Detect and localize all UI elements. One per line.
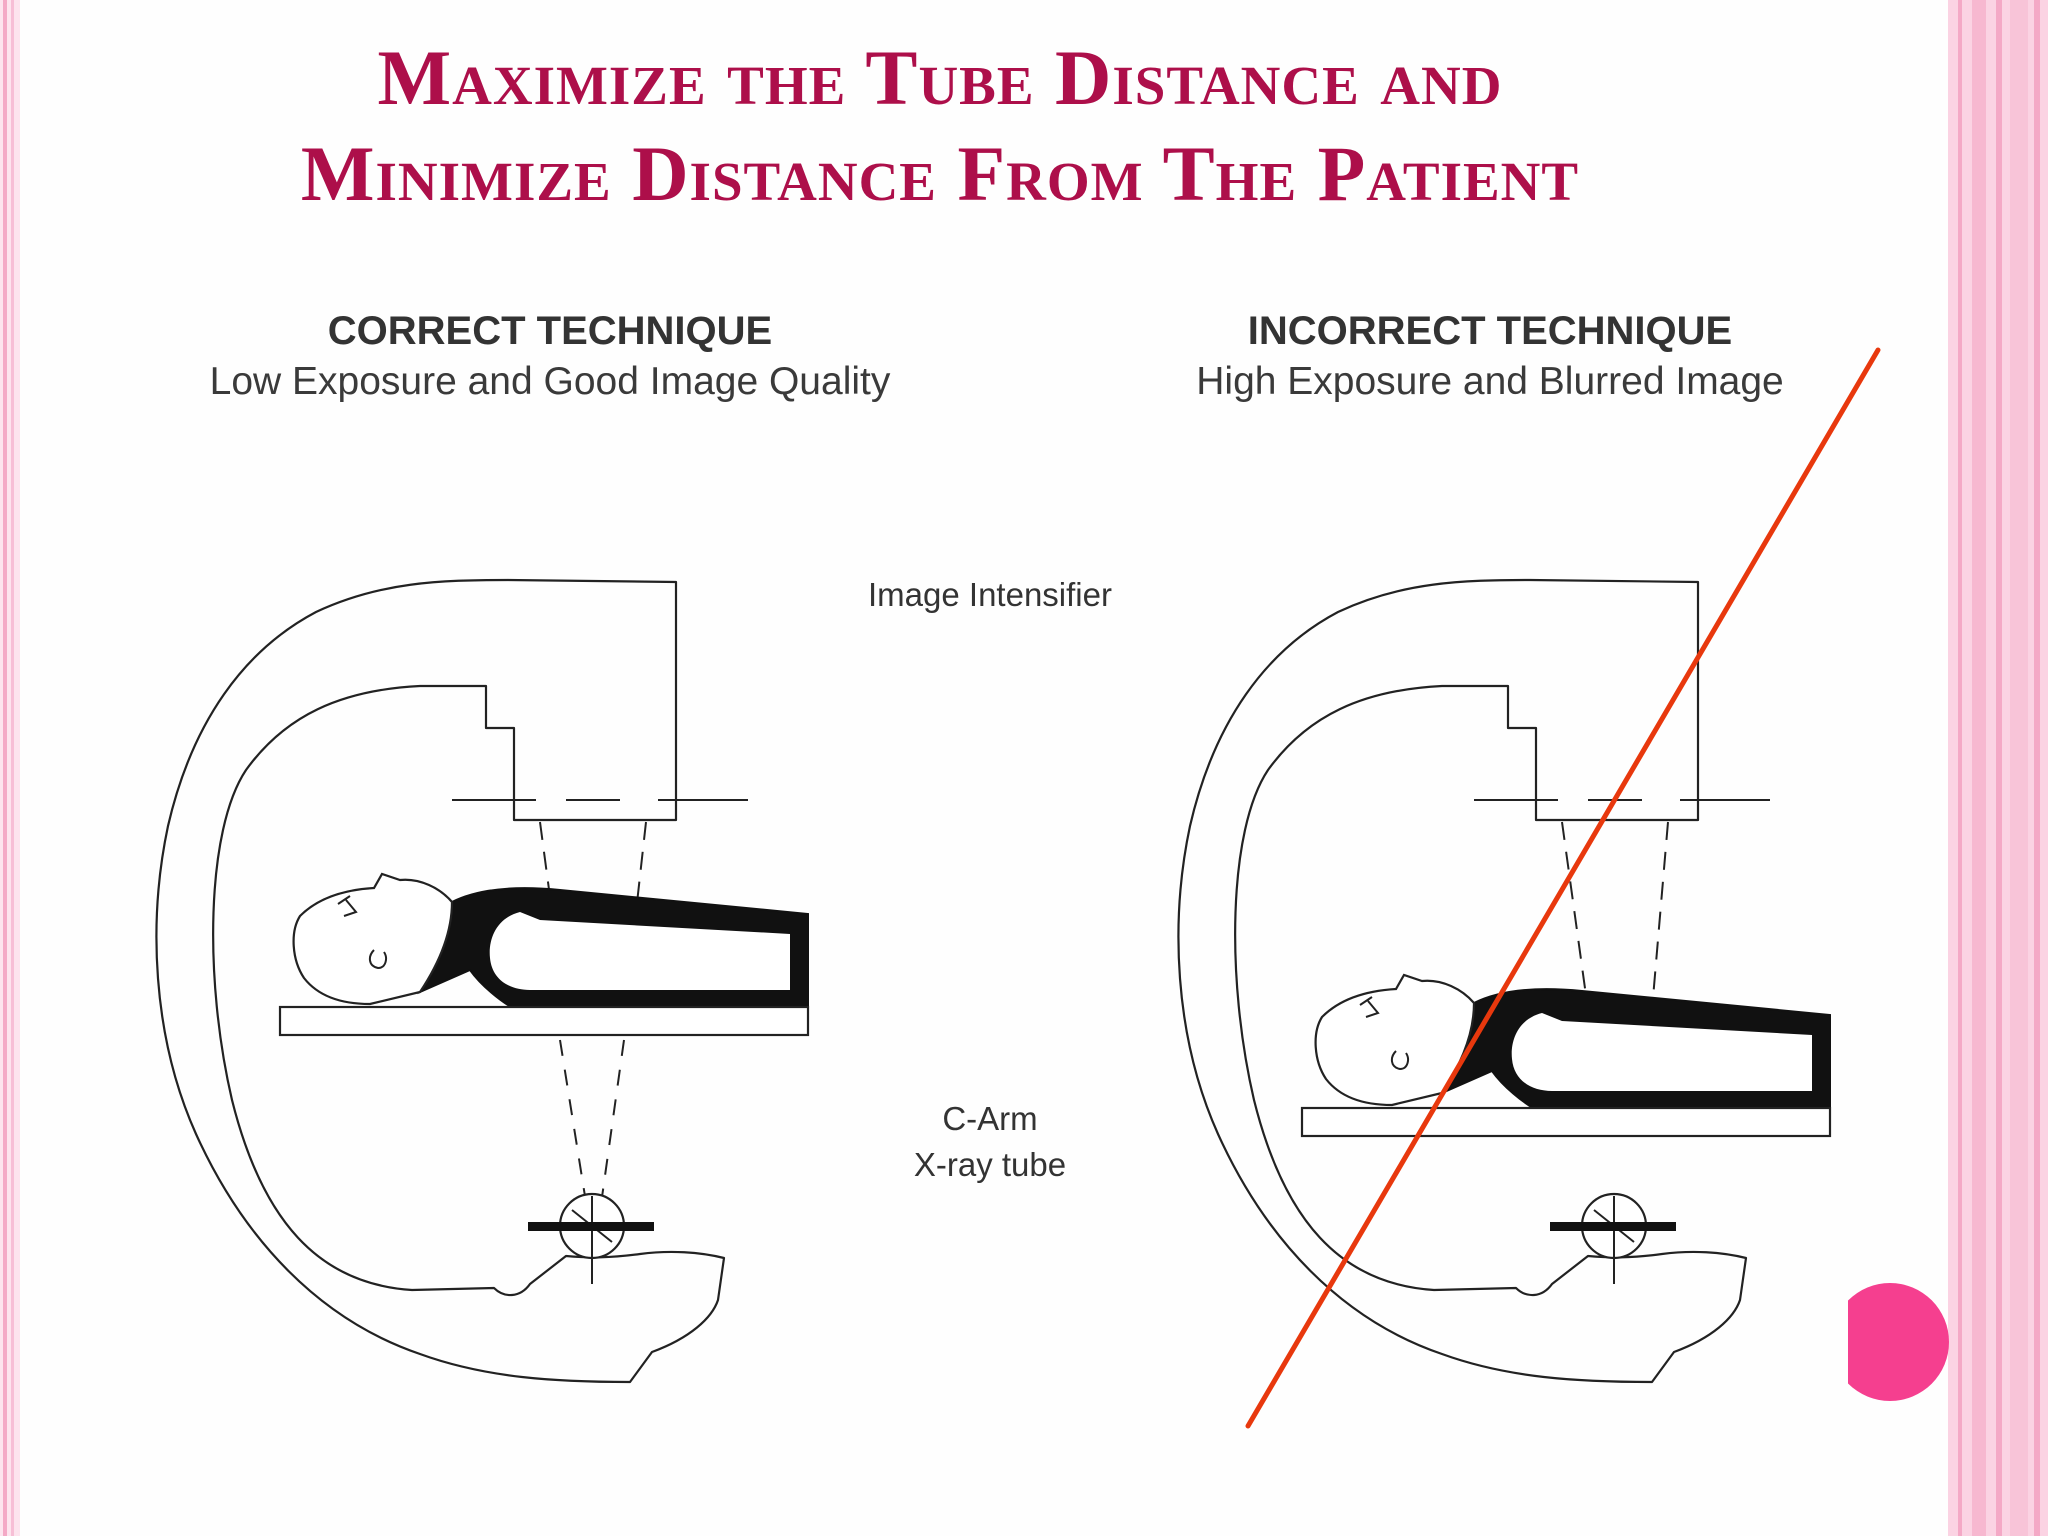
image-intensifier-label: Image Intensifier — [868, 576, 1112, 613]
incorrect-strike-line — [1245, 347, 1881, 1429]
correct-heading-text: CORRECT TECHNIQUE — [327, 309, 773, 353]
correct-patient-head — [292, 872, 454, 1006]
incorrect-subheading-text: High Exposure and Blurred Image — [1196, 360, 1784, 403]
correct-beam-lower — [559, 1039, 625, 1241]
incorrect-patient-face — [1359, 996, 1409, 1071]
incorrect-xray-tube-band — [1550, 1222, 1676, 1231]
accent-dot — [1848, 1283, 1949, 1401]
correct-technique-heading: CORRECT TECHNIQUE Low Exposure and Good … — [120, 306, 980, 408]
incorrect-technique-heading: INCORRECT TECHNIQUE High Exposure and Bl… — [1120, 306, 1860, 408]
correct-patient-face — [337, 895, 387, 970]
correct-table — [278, 1005, 810, 1037]
c-arm-label: C-Arm X-ray tube — [860, 1096, 1120, 1188]
correct-patient-inner — [489, 912, 790, 990]
c-arm-label-line-2: X-ray tube — [913, 1146, 1067, 1183]
correct-subheading-text: Low Exposure and Good Image Quality — [209, 360, 891, 403]
incorrect-patient-inner — [1511, 1013, 1812, 1091]
incorrect-beam — [1561, 821, 1669, 1011]
left-border-stripes — [0, 0, 20, 1536]
title-line-2: Minimize Distance From The Patient — [300, 130, 1580, 217]
slide-title: Maximize the Tube Distance and Minimize … — [120, 30, 1760, 222]
incorrect-heading-text: INCORRECT TECHNIQUE — [1247, 309, 1733, 353]
incorrect-c-arm-frame — [1177, 578, 1748, 1384]
incorrect-c-arm-diagram — [1177, 578, 1832, 1384]
correct-c-arm-frame — [155, 578, 726, 1384]
correct-xray-tube-band — [528, 1222, 654, 1231]
title-line-1: Maximize the Tube Distance and — [377, 34, 1503, 121]
right-border-stripes — [1948, 0, 2048, 1536]
c-arm-label-line-1: C-Arm — [942, 1100, 1038, 1137]
correct-c-arm-diagram — [155, 578, 810, 1384]
incorrect-table — [1300, 1106, 1832, 1138]
